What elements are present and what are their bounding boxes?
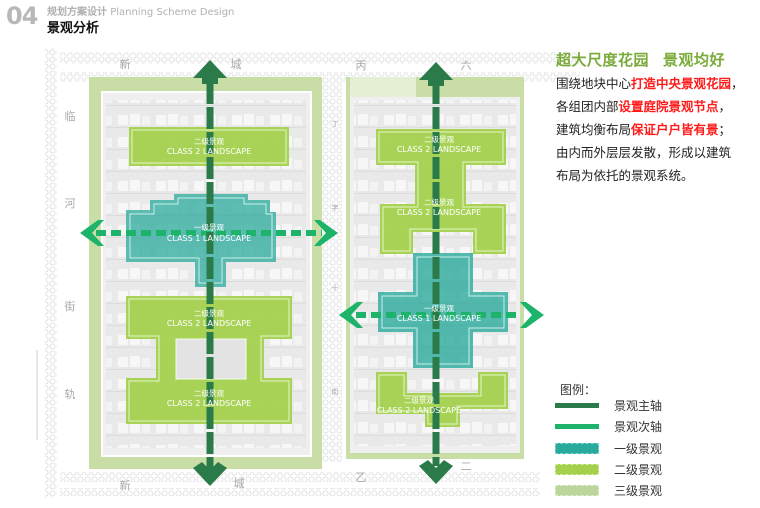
description-line: 围绕地块中心打造中央景观花园，: [556, 76, 744, 91]
left-class1-zone: [126, 194, 276, 287]
zone-label-en: CLASS 2 LANDSCAPE: [377, 406, 461, 415]
highlight-text: 打造中央景观花园: [631, 76, 732, 91]
street-label: 十: [332, 283, 339, 292]
street-label: 城: [234, 477, 245, 490]
bottom-road-trees-2: [60, 488, 540, 496]
left-lower-class2-outline: [128, 298, 290, 422]
street-label: 河: [65, 197, 76, 210]
legend-item-main-axis: 景观主轴: [555, 397, 662, 413]
legend-item-class1: 一级景观: [555, 440, 662, 456]
right-bottom-class2-zone: [376, 372, 508, 427]
description-line: 由内而外层层发散，形成以建筑: [556, 145, 732, 160]
street-label: 临: [65, 109, 76, 123]
street-label: 字: [332, 203, 339, 212]
left-main-axis-arrow-top: [193, 60, 227, 84]
right-block-notch: [350, 77, 416, 97]
headline-part-b: 景观均好: [663, 51, 726, 69]
street-label: 乙: [356, 471, 367, 484]
zone-label-cn: 二级景观: [424, 197, 454, 207]
zone-label-en: CLASS 2 LANDSCAPE: [167, 147, 251, 156]
description-line: 各组团内部设置庭院景观节点，: [556, 99, 732, 114]
sub-axis-swatch-icon: [555, 423, 599, 429]
section-subtitle-cn: 规划方案设计: [47, 7, 107, 18]
zone-label-cn: 一级景观: [424, 303, 454, 313]
left-road-trees: [45, 48, 57, 498]
highlight-text: 设置庭院景观节点: [618, 99, 719, 114]
zone-label-en: CLASS 2 LANDSCAPE: [167, 399, 251, 408]
right-sub-axis-arrow-right: [520, 302, 544, 328]
street-label: 丙: [356, 59, 367, 72]
zone-labels: 二级景观 CLASS 2 LANDSCAPE 一级景观 CLASS 1 LAND…: [167, 134, 481, 415]
description-line: 建筑均衡布局保证户户皆有景；: [556, 122, 732, 137]
middle-road-trees: [322, 82, 342, 462]
class2-swatch-icon: [555, 463, 599, 475]
zone-label-en: CLASS 2 LANDSCAPE: [397, 208, 481, 217]
legend-item-sub-axis: 景观次轴: [555, 418, 662, 434]
right-upper-class2-outline: [378, 131, 504, 252]
class3-swatch-icon: [555, 484, 599, 496]
right-class1-zone: [378, 253, 508, 368]
zone-label-cn: 二级景观: [194, 136, 224, 146]
section-number: 04: [6, 2, 38, 30]
main-axes: [193, 60, 453, 486]
zone-label-cn: 二级景观: [194, 308, 224, 318]
section-subtitle: 规划方案设计 Planning Scheme Design: [47, 3, 234, 18]
right-upper-class2-zone: [376, 129, 506, 254]
right-class1-outline: [381, 256, 505, 365]
zone-label-cn: 一级景观: [194, 222, 224, 232]
main-axis-swatch-icon: [555, 402, 599, 408]
street-label: 丁: [332, 120, 339, 128]
page-title: 景观分析: [47, 21, 100, 36]
right-main-axis-arrow-top: [419, 62, 453, 86]
zone-label-en: CLASS 2 LANDSCAPE: [167, 319, 251, 328]
description-line: 布局为依托的景观系统。: [556, 168, 694, 183]
zone-label-cn: 二级景观: [194, 388, 224, 398]
left-block: [89, 77, 322, 469]
zone-label-cn: 二级景观: [404, 395, 434, 405]
zone-label-en: CLASS 2 LANDSCAPE: [397, 145, 481, 154]
legend-item-class3: 三级景观: [555, 482, 662, 498]
legend-title: 图例：: [560, 383, 597, 397]
zone-label-en: CLASS 1 LANDSCAPE: [397, 314, 481, 323]
section-subtitle-en: Planning Scheme Design: [110, 7, 235, 18]
street-label: 轨: [65, 387, 76, 401]
description-headline: 超大尺度花园景观均好: [556, 49, 725, 70]
class1-swatch-icon: [555, 442, 599, 454]
street-label: 城: [231, 58, 242, 71]
legend-item-class2: 二级景观: [555, 461, 662, 477]
bottom-road-trees-1: [60, 472, 540, 482]
street-labels: 新 城 丙 六 新 城 乙 二 临 河 街 轨 丁 字 十 街: [65, 57, 472, 492]
left-sub-axis-arrow-right: [314, 220, 338, 246]
street-label: 新: [120, 478, 131, 492]
street-label: 街: [65, 299, 76, 313]
zone-label-en: CLASS 1 LANDSCAPE: [167, 234, 251, 243]
right-sub-axis-arrow-left: [339, 302, 363, 328]
right-main-axis-arrow-bottom: [419, 460, 453, 484]
street-label: 六: [461, 59, 472, 72]
street-label: 新: [120, 57, 131, 71]
zone-label-cn: 二级景观: [424, 134, 454, 144]
street-label: 街: [332, 387, 339, 396]
left-sub-axis-arrow-left: [80, 220, 104, 246]
left-main-axis-arrow-bottom: [193, 462, 227, 486]
right-bottom-class2-outline: [378, 374, 506, 425]
street-label: 二: [461, 460, 472, 473]
highlight-text: 保证户户皆有景: [631, 122, 719, 137]
description-paragraph: 围绕地块中心打造中央景观花园， 各组团内部设置庭院景观节点， 建筑均衡布局保证户…: [556, 72, 756, 187]
headline-part-a: 超大尺度花园: [556, 51, 650, 69]
left-class1-outline: [129, 197, 273, 284]
top-road-trees-1: [60, 52, 580, 64]
